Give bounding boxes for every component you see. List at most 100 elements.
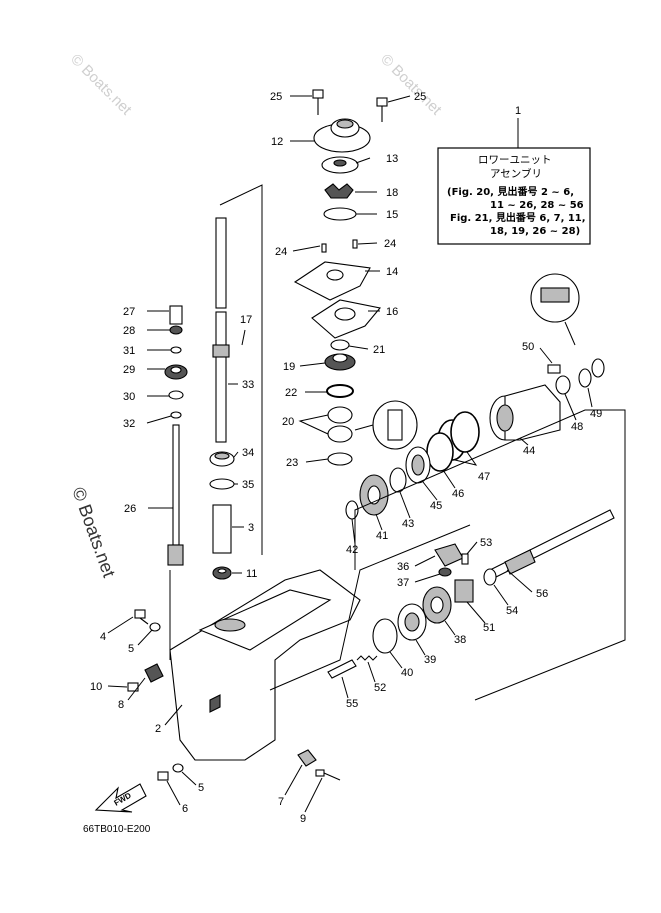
callout-9: 9 — [300, 813, 306, 825]
callout-16: 16 — [386, 306, 398, 318]
circlip-32 — [170, 411, 182, 419]
callout-39: 39 — [424, 654, 436, 666]
shim-40 — [372, 618, 398, 654]
bearing-34 — [209, 451, 235, 467]
circlip-31 — [170, 346, 182, 354]
bearing-11 — [212, 566, 232, 580]
bearing-housing-44 — [489, 384, 561, 441]
legend-note-line1: (Fig. 20, 見出番号 2 ~ 6, — [447, 185, 574, 198]
screw-9 — [315, 769, 341, 781]
gasket-23 — [327, 452, 353, 466]
callout-27: 27 — [123, 306, 135, 318]
nut-37 — [438, 567, 452, 577]
callout-24-left: 24 — [275, 246, 287, 258]
pinion-36 — [434, 543, 464, 567]
legend-note-line4: 18, 19, 26 ~ 28) — [490, 226, 580, 237]
callout-14: 14 — [386, 266, 398, 278]
callout-17: 17 — [240, 314, 252, 326]
bolt-25-right — [376, 97, 388, 122]
callout-37: 37 — [397, 577, 409, 589]
callout-44: 44 — [523, 445, 535, 457]
callout-26: 26 — [124, 503, 136, 515]
oil-seal-housing-19 — [324, 353, 356, 371]
callout-25-left: 25 — [270, 91, 282, 103]
callout-19: 19 — [283, 361, 295, 373]
callout-56: 56 — [536, 588, 548, 600]
callout-24-right: 24 — [384, 238, 396, 250]
seals-49 — [578, 358, 605, 388]
impeller-18 — [324, 183, 354, 199]
legend-box: 1 ロワーユニット アセンブリ (Fig. 20, 見出番号 2 ~ 6, 11… — [437, 105, 591, 245]
shim-43 — [389, 467, 407, 493]
callout-5-top: 5 — [128, 643, 134, 655]
callout-10: 10 — [90, 681, 102, 693]
seal-21 — [330, 339, 350, 351]
shift-plunger-55 — [327, 659, 357, 679]
dog-clutch-51 — [454, 579, 474, 603]
legend-title-line2: アセンブリ — [490, 167, 542, 180]
callout-21: 21 — [373, 344, 385, 356]
washer-35 — [209, 478, 235, 490]
insert-cartridge-13 — [321, 156, 359, 174]
bolt-6 — [157, 771, 169, 781]
callout-30: 30 — [123, 391, 135, 403]
gasket-16 — [311, 299, 382, 339]
pump-housing-12 — [313, 118, 371, 153]
callout-23: 23 — [286, 457, 298, 469]
nut-28 — [169, 325, 183, 335]
callout-22: 22 — [285, 387, 297, 399]
reverse-gear-41 — [359, 474, 389, 516]
sleeve-3 — [212, 504, 232, 554]
callout-48: 48 — [571, 421, 583, 433]
callout-4: 4 — [100, 631, 106, 643]
legend-callout: 1 — [515, 105, 521, 117]
bracket-lines-17 — [219, 184, 263, 555]
callout-8: 8 — [118, 699, 124, 711]
callout-11: 11 — [246, 568, 257, 580]
watermark-left-side: © Boats.net — [68, 485, 119, 580]
bolt-50 — [547, 364, 561, 374]
drive-shaft-17-33 — [212, 217, 230, 443]
washer-5-top — [149, 622, 161, 632]
callout-2: 2 — [155, 723, 161, 735]
callout-20: 20 — [282, 416, 294, 428]
washer-5-bottom — [172, 763, 184, 773]
bolt-25-left — [312, 89, 324, 115]
callout-31: 31 — [123, 345, 135, 357]
bearing-39 — [397, 603, 427, 641]
bolt-4 — [134, 609, 149, 625]
o-ring-22 — [326, 384, 354, 398]
guide-line-lower — [269, 524, 471, 691]
callout-52: 52 — [374, 682, 386, 694]
callout-46: 46 — [452, 488, 464, 500]
o-ring-30 — [168, 390, 184, 400]
callout-43: 43 — [402, 518, 414, 530]
clip-54 — [483, 568, 497, 586]
callout-45: 45 — [430, 500, 442, 512]
callout-38: 38 — [454, 634, 466, 646]
shift-cam-inset — [530, 273, 580, 346]
bushing-27 — [169, 305, 183, 325]
bearing-48 — [555, 375, 571, 395]
pin-53 — [461, 553, 469, 565]
callout-51: 51 — [483, 622, 495, 634]
callout-29: 29 — [123, 364, 135, 376]
callout-33: 33 — [242, 379, 254, 391]
dowel-pins-24 — [321, 239, 358, 253]
shift-rod-26 — [167, 424, 184, 566]
callout-40: 40 — [401, 667, 413, 679]
watermark-top-left: © Boats.net — [67, 51, 135, 119]
callout-34: 34 — [242, 447, 254, 459]
callout-labels: 25 25 12 13 18 15 24 24 14 16 17 27 28 3… — [90, 91, 602, 825]
callout-41: 41 — [376, 530, 388, 542]
legend-note-line3: Fig. 21, 見出番号 6, 7, 11, — [450, 211, 586, 224]
callout-50: 50 — [522, 341, 534, 353]
legend-note-line2: 11 ~ 26, 28 ~ 56 — [490, 200, 584, 211]
callout-36: 36 — [397, 561, 409, 573]
callout-55: 55 — [346, 698, 358, 710]
callout-35: 35 — [242, 479, 254, 491]
trim-tab-7 — [297, 749, 317, 767]
propeller-shaft-56 — [489, 509, 615, 579]
guide-line-upper — [354, 409, 626, 701]
